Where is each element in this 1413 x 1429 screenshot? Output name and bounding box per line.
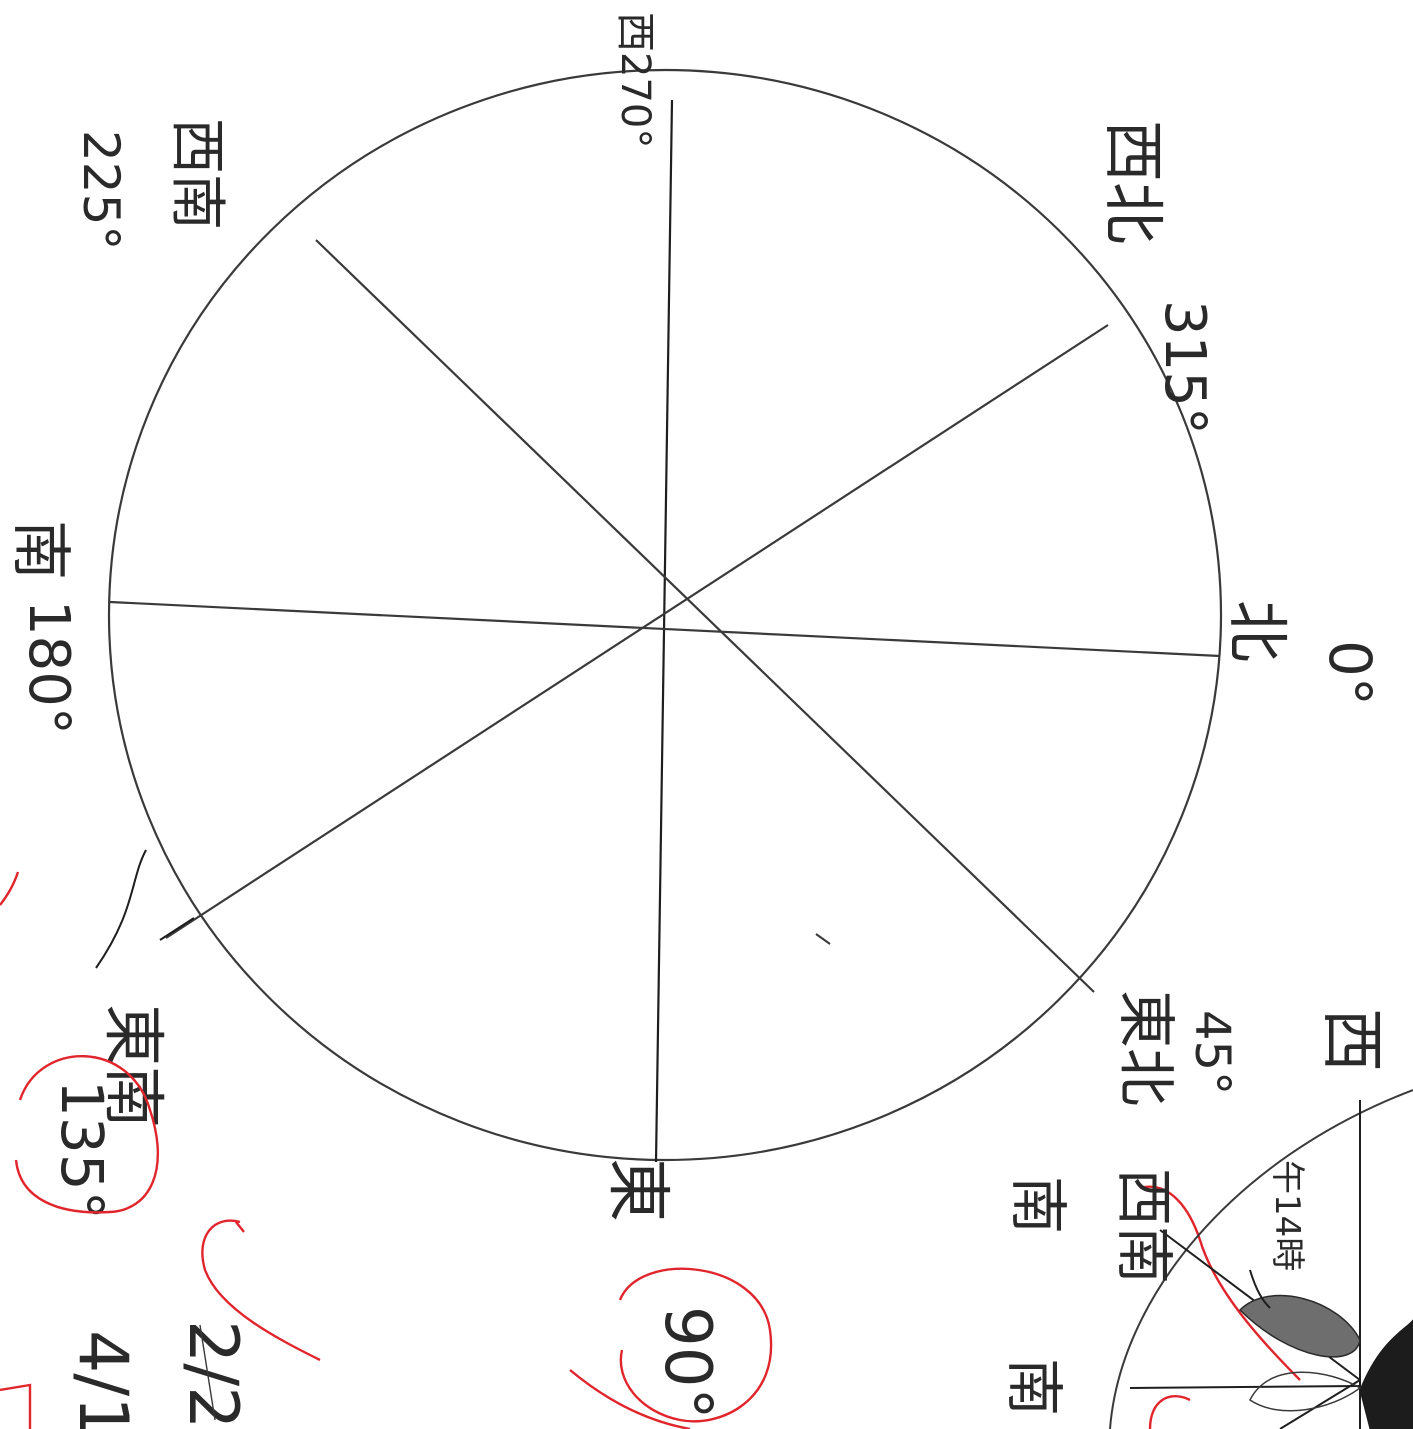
compass-diagram <box>96 70 1221 1162</box>
shaded-petal-sun-shadow <box>1240 1296 1360 1357</box>
second-diagram-label-west: 西 <box>1314 1008 1388 1072</box>
spoke-southeast-northwest <box>166 325 1108 938</box>
label-northeast: 東北 <box>1112 990 1180 1106</box>
spoke-southeast-tick <box>160 918 194 940</box>
red-checkmark-hook <box>236 1222 244 1232</box>
second-diagram-spoke-horizontal <box>1130 1386 1360 1388</box>
label-south: 南 <box>5 520 75 580</box>
second-diagram-time-note: 午14時 <box>1267 1160 1307 1271</box>
spoke-west-east <box>656 100 672 1162</box>
label-northwest: 西北 <box>1097 120 1170 244</box>
spoke-southwest-northeast <box>316 240 1094 992</box>
stray-mark <box>816 934 830 944</box>
red-edge-mark <box>0 872 18 905</box>
shaded-petal-dark <box>1360 1320 1413 1429</box>
margin-note-4-1: 4/1 <box>63 1330 142 1429</box>
label-north: 北 <box>1221 600 1294 662</box>
red-bottom-left-mark <box>0 1385 30 1429</box>
margin-notes: 2/2 4/1 <box>63 1320 252 1429</box>
label-northwest-degrees: 315° <box>1152 300 1217 435</box>
label-east-degrees: 90° <box>650 1306 724 1419</box>
label-west-270: 西270° <box>612 12 658 148</box>
stray-pencil-stroke <box>96 850 146 968</box>
label-south-degrees: 180° <box>16 600 81 735</box>
second-diagram-label-south-lower: 南 <box>1000 1358 1068 1416</box>
outline-petal <box>1250 1372 1360 1411</box>
second-diagram-label-south-upper: 南 <box>1004 1176 1072 1234</box>
label-southeast-degrees: 135° <box>48 1080 116 1220</box>
label-northeast-degrees: 45° <box>1184 1010 1240 1095</box>
second-diagram-label-southwest: 西南 <box>1110 1168 1178 1284</box>
label-north-degrees: 0° <box>1316 640 1384 706</box>
label-southwest: 西南 <box>164 118 229 230</box>
label-southwest-degrees: 225° <box>72 130 130 250</box>
label-east: 東 <box>600 1158 674 1222</box>
margin-note-2-2: 2/2 <box>173 1320 252 1429</box>
red-second-diagram-circle <box>1150 1396 1190 1429</box>
